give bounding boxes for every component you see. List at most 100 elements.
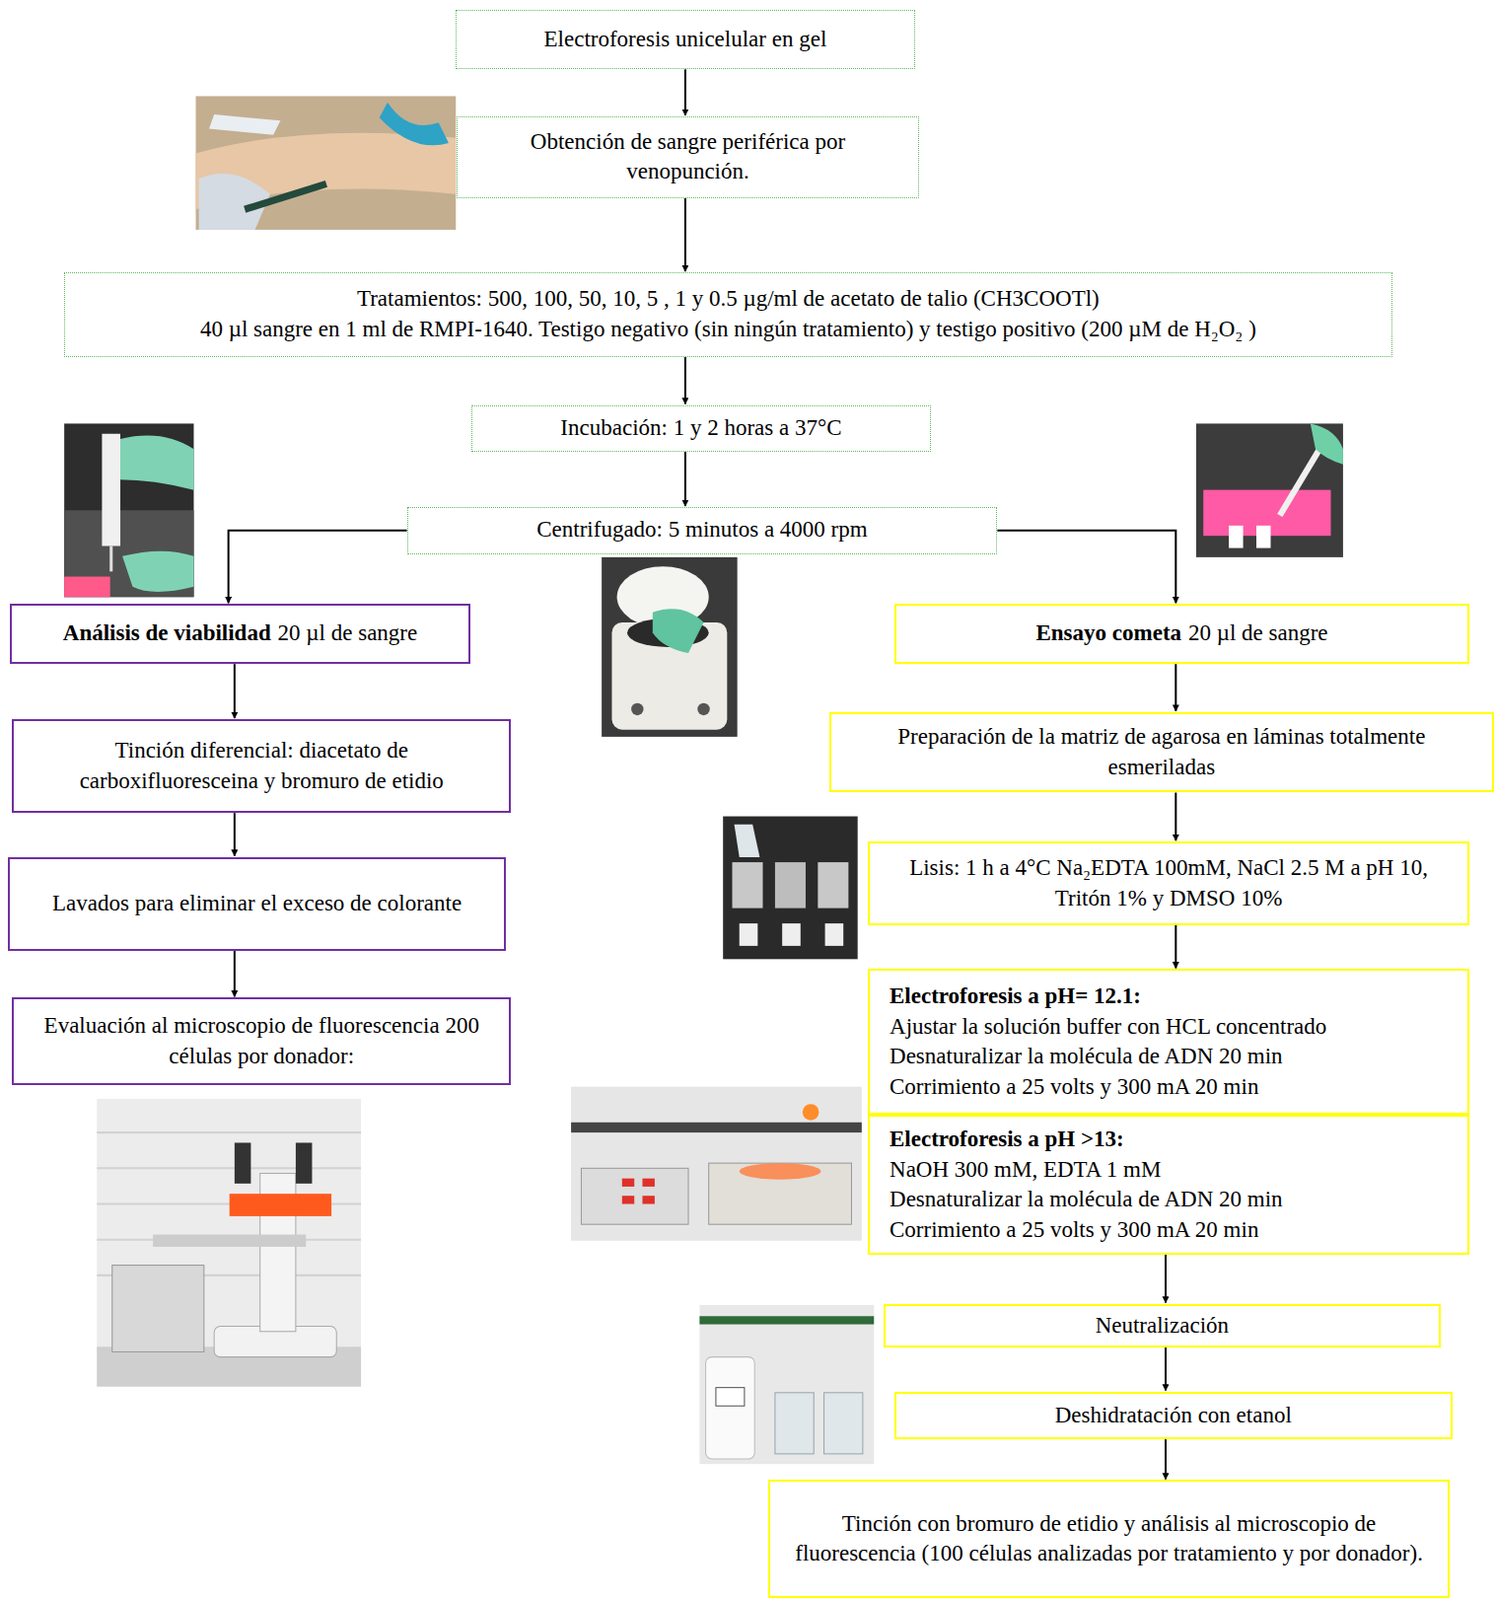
bottle-label [715,1387,745,1407]
slide-shape [1228,525,1243,549]
photo-ground [64,423,194,597]
pipette-tip [109,546,113,572]
beaker-shape [734,824,761,857]
box-text: Desnaturalizar la molécula de ADN 20 min [889,1041,1454,1072]
filter-shield [229,1193,332,1216]
process-box: Incubación: 1 y 2 horas a 37°C [471,405,931,453]
process-box: Preparación de la matriz de agarosa en l… [829,711,1495,793]
flow-arrow [1164,1347,1167,1390]
text-holder: Deshidratación con etanol [910,1400,1437,1431]
slide-shape [1256,525,1271,549]
process-box: Centrifugado: 5 minutos a 4000 rpm [407,506,998,555]
title-box: Electroforesis unicelular en gel [455,9,915,70]
microscope-photo [96,1098,361,1387]
jar-shape [775,1392,814,1454]
lysis-jars-photo [722,816,858,960]
rail-shape [570,1122,862,1133]
knob-shape [631,703,643,715]
jar-shape [775,861,806,909]
rack-shape [64,576,111,598]
text-holder: Preparación de la matriz de agarosa en l… [845,721,1479,783]
box-heading: Electroforesis a pH >13: [889,1124,1454,1155]
text-holder: Lavados para eliminar el exceso de color… [23,888,491,920]
display-shape [641,1178,654,1187]
glove-shape [122,551,194,592]
flow-arrow [228,530,408,603]
text-holder: Electroforesis a pH >13:NaOH 300 mM, EDT… [889,1124,1454,1245]
photo-ground [722,816,858,960]
photo-ground [601,557,738,737]
flow-arrow [684,69,687,116]
text-holder: Incubación: 1 y 2 horas a 37°C [486,413,917,444]
tourniquet-shape [379,102,449,146]
flow-arrow [684,198,687,273]
eyepiece-shape [295,1141,313,1183]
photo-ground [1196,423,1344,557]
eyepiece-shape [234,1141,252,1183]
text-holder: Obtención de sangre periférica por venop… [471,127,904,188]
glove-shape [120,434,194,490]
slide-rack-photo [1196,423,1344,557]
photo-ground [699,1304,874,1464]
bottle-shape [706,1356,756,1459]
pipette-shape [101,433,121,547]
photo-ground [570,1086,862,1241]
text-holder: Análisis de viabilidad20 µl de sangre [25,618,454,649]
slide-shape [739,923,759,946]
box-text: Corrimiento a 25 volts y 300 mA 20 min [889,1214,1454,1246]
text-holder: Tratamientos: 500, 100, 50, 10, 5 , 1 y … [78,284,1377,345]
text-holder: Ensayo cometa20 µl de sangre [910,618,1454,649]
jar-shape [824,1392,863,1454]
flow-arrow [233,950,236,997]
box-text: Corrimiento a 25 volts y 300 mA 20 min [889,1071,1454,1103]
bench-shape [64,509,194,597]
chamber-shape [709,1162,853,1224]
process-box: Electroforesis a pH >13:NaOH 300 mM, EDT… [867,1114,1470,1255]
flow-arrow [1164,1254,1167,1303]
flow-arrow [233,812,236,855]
process-box: Deshidratación con etanol [894,1391,1453,1440]
photo-ground [96,1098,361,1387]
box-text: Incubación: 1 y 2 horas a 37°C [486,413,917,444]
flow-arrow [1174,663,1177,712]
box-text: Electroforesis unicelular en gel [470,24,900,56]
display-shape [622,1178,635,1187]
box-text: 40 µl sangre en 1 ml de RMPI-1640. Testi… [78,314,1377,346]
ethanol-photo [699,1304,874,1464]
display-shape [622,1195,635,1204]
text-holder: Evaluación al microscopio de fluorescenc… [27,1010,496,1071]
flow-arrow [996,530,1176,603]
process-box: Electroforesis a pH= 12.1:Ajustar la sol… [867,968,1470,1115]
box-text: Neutralización [899,1310,1426,1342]
venipuncture-photo [196,95,457,229]
power-supply [580,1167,689,1224]
flow-arrow [1164,1438,1167,1479]
flow-arrow [684,356,687,405]
process-box: Tratamientos: 500, 100, 50, 10, 5 , 1 y … [64,272,1392,357]
box-text: Tratamientos: 500, 100, 50, 10, 5 , 1 y … [78,284,1377,315]
text-holder: Electroforesis unicelular en gel [470,24,900,56]
text-holder: Centrifugado: 5 minutos a 4000 rpm [422,514,984,546]
box-text: NaOH 300 mM, EDTA 1 mM [889,1154,1454,1186]
needle-holder [244,183,327,210]
lamp-shape [802,1103,820,1121]
flow-arrow [233,663,236,718]
text-holder: Tinción diferencial: diacetato de carbox… [27,735,496,796]
box-text: Ajustar la solución buffer con HCL conce… [889,1011,1454,1043]
centrifuge-photo [601,557,738,737]
process-box: Evaluación al microscopio de fluorescenc… [11,996,511,1085]
pipette-photo [64,423,194,597]
slide-shape [782,923,801,946]
process-box: Obtención de sangre periférica por venop… [456,116,919,199]
process-box: Lisis: 1 h a 4°C Na₂EDTA 100mM, NaCl 2.5… [867,841,1470,926]
box-text: 20 µl de sangre [1188,620,1329,645]
gauze-shape [209,114,281,136]
process-box: Neutralización [883,1303,1442,1348]
jar-shape [817,861,849,909]
lamp-housing [152,1234,306,1247]
process-box: Tinción diferencial: diacetato de carbox… [11,718,511,813]
electrophoresis-photo [570,1086,862,1241]
box-text: Evaluación al microscopio de fluorescenc… [27,1010,496,1071]
